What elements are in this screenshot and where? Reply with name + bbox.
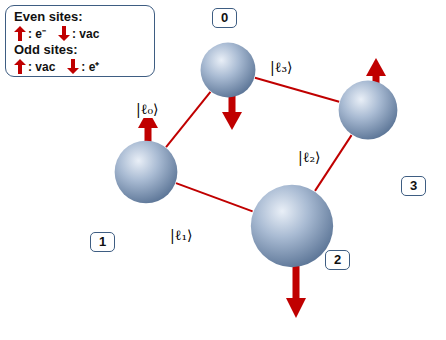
- legend-down-arrow: [67, 59, 79, 74]
- sphere-body: [339, 81, 398, 140]
- site-sphere: 2: [250, 184, 334, 268]
- sphere-body: [251, 185, 333, 267]
- site-sphere: 1: [114, 140, 178, 204]
- site-number: 3: [401, 176, 426, 196]
- site-number: 2: [325, 250, 350, 270]
- legend-box: Even sites:Odd sites:: e⁻: vac: vac: e⁺: [5, 5, 155, 77]
- legend-up-arrow: [14, 59, 26, 74]
- sphere-body: [201, 43, 256, 98]
- sphere-shape: [114, 140, 178, 204]
- spin-up-arrow-head: [366, 58, 386, 76]
- site-number: 0: [212, 8, 237, 28]
- arrow-shape: [67, 59, 79, 74]
- legend-heading: Even sites:: [14, 9, 83, 24]
- site-number: 1: [90, 232, 115, 252]
- legend-down-arrow: [58, 26, 70, 41]
- bond-line: [255, 78, 339, 102]
- sphere-body: [115, 141, 178, 204]
- arrow-shape: [14, 59, 26, 74]
- arrow-shape: [58, 26, 70, 41]
- sphere-shape: [250, 184, 334, 268]
- legend-text: : e⁺: [81, 58, 99, 75]
- legend-row: : vac : e⁺: [14, 58, 111, 75]
- link-state-label: |ℓ₀⟩: [134, 100, 161, 118]
- link-state-label: |ℓ₁⟩: [168, 226, 195, 244]
- legend-text: : vac: [28, 60, 55, 74]
- legend-up-arrow: [14, 26, 26, 41]
- legend-text: : e⁻: [28, 25, 46, 42]
- bond-line: [166, 92, 210, 147]
- link-state-label: |ℓ₃⟩: [268, 58, 295, 76]
- site-sphere: 0: [200, 42, 256, 98]
- spin-down-arrow-head: [286, 298, 306, 318]
- bond-line: [176, 183, 253, 211]
- sphere-shape: [200, 42, 256, 98]
- legend-heading: Odd sites:: [14, 42, 78, 57]
- spin-up-arrow: [145, 126, 152, 142]
- legend-row: : e⁻ : vac: [14, 25, 111, 42]
- sphere-shape: [338, 80, 398, 140]
- spin-down-arrow-head: [222, 112, 242, 130]
- spin-down-arrow: [229, 96, 236, 114]
- spin-down-arrow: [293, 266, 300, 300]
- legend-text: : vac: [72, 27, 99, 41]
- site-sphere: 3: [338, 80, 398, 140]
- arrow-shape: [14, 26, 26, 41]
- link-state-label: |ℓ₂⟩: [296, 148, 323, 166]
